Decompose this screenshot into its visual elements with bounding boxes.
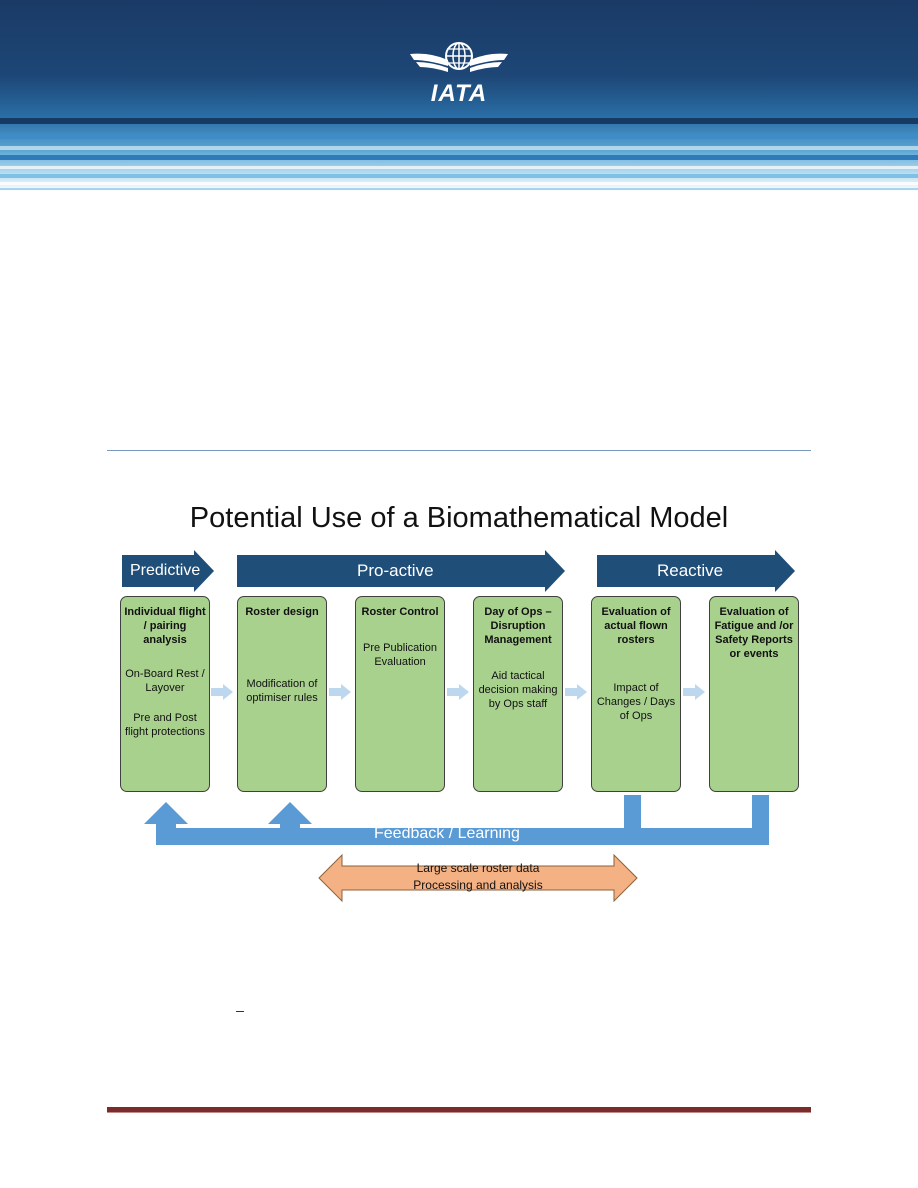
flow-arrow-icon [211, 684, 233, 700]
feedback-stem-predictive [156, 820, 176, 845]
flow-arrow-icon [565, 684, 587, 700]
diagram-title: Potential Use of a Biomathematical Model [189, 502, 729, 534]
stage-title: Roster Control [361, 606, 439, 618]
data-processing-text: Large scale roster data Processing and a… [340, 860, 616, 894]
stage-evaluation-flown-rosters: Evaluation of actual flown rosters Impac… [591, 596, 681, 792]
phase-label: Reactive [657, 561, 724, 580]
phase-arrow-predictive: Predictive [122, 550, 214, 592]
globe-icon [445, 42, 473, 70]
footer-divider [107, 1107, 811, 1113]
iata-logo: IATA [408, 38, 510, 107]
stage-day-of-ops: Day of Ops – Disruption Management Aid t… [473, 596, 563, 792]
data-line: Processing and analysis [413, 878, 543, 892]
data-line: Large scale roster data [416, 861, 540, 875]
stage-description: Modification of optimiser rules [246, 678, 318, 704]
flow-arrow-icon [683, 684, 705, 700]
phase-label: Predictive [130, 562, 201, 579]
wings-icon [410, 42, 508, 72]
phase-arrow-reactive: Reactive [597, 550, 795, 592]
up-arrow-icon [144, 802, 188, 824]
feedback-riser-reactive-2 [752, 795, 769, 835]
top-divider [107, 450, 811, 451]
up-arrow-icon [268, 802, 312, 824]
stage-roster-design: Roster design Modification of optimiser … [237, 596, 327, 792]
stage-flight-pairing-analysis: Individual flight / pairing analysis On-… [120, 596, 210, 792]
stage-title: Individual flight / pairing analysis [124, 606, 206, 646]
phase-arrow-proactive: Pro-active [237, 550, 565, 592]
logo-text: IATA [430, 80, 488, 107]
flow-arrow-icon [329, 684, 351, 700]
stray-dash [236, 1011, 244, 1012]
stage-description: Aid tactical decision making by Ops staf… [478, 670, 558, 710]
phase-label: Pro-active [357, 561, 434, 580]
stage-title: Evaluation of Fatigue and /or Safety Rep… [714, 606, 794, 660]
stage-title: Roster design [245, 606, 319, 618]
stage-description: Pre Publication Evaluation [363, 642, 437, 668]
stage-title: Day of Ops – Disruption Management [484, 606, 552, 646]
feedback-label: Feedback / Learning [374, 825, 520, 842]
stage-description: Impact of Changes / Days of Ops [596, 682, 676, 722]
data-processing-double-arrow [318, 854, 638, 902]
header-banner: IATA [0, 0, 918, 192]
stage-title: Evaluation of actual flown rosters [601, 606, 671, 646]
flow-arrow-icon [447, 684, 469, 700]
feedback-bar [156, 828, 769, 845]
stage-evaluation-fatigue-reports: Evaluation of Fatigue and /or Safety Rep… [709, 596, 799, 792]
feedback-riser-reactive-1 [624, 795, 641, 835]
stage-roster-control: Roster Control Pre Publication Evaluatio… [355, 596, 445, 792]
stage-extra: Pre and Post flight protections [124, 712, 206, 738]
stage-description: On-Board Rest / Layover [125, 668, 205, 694]
